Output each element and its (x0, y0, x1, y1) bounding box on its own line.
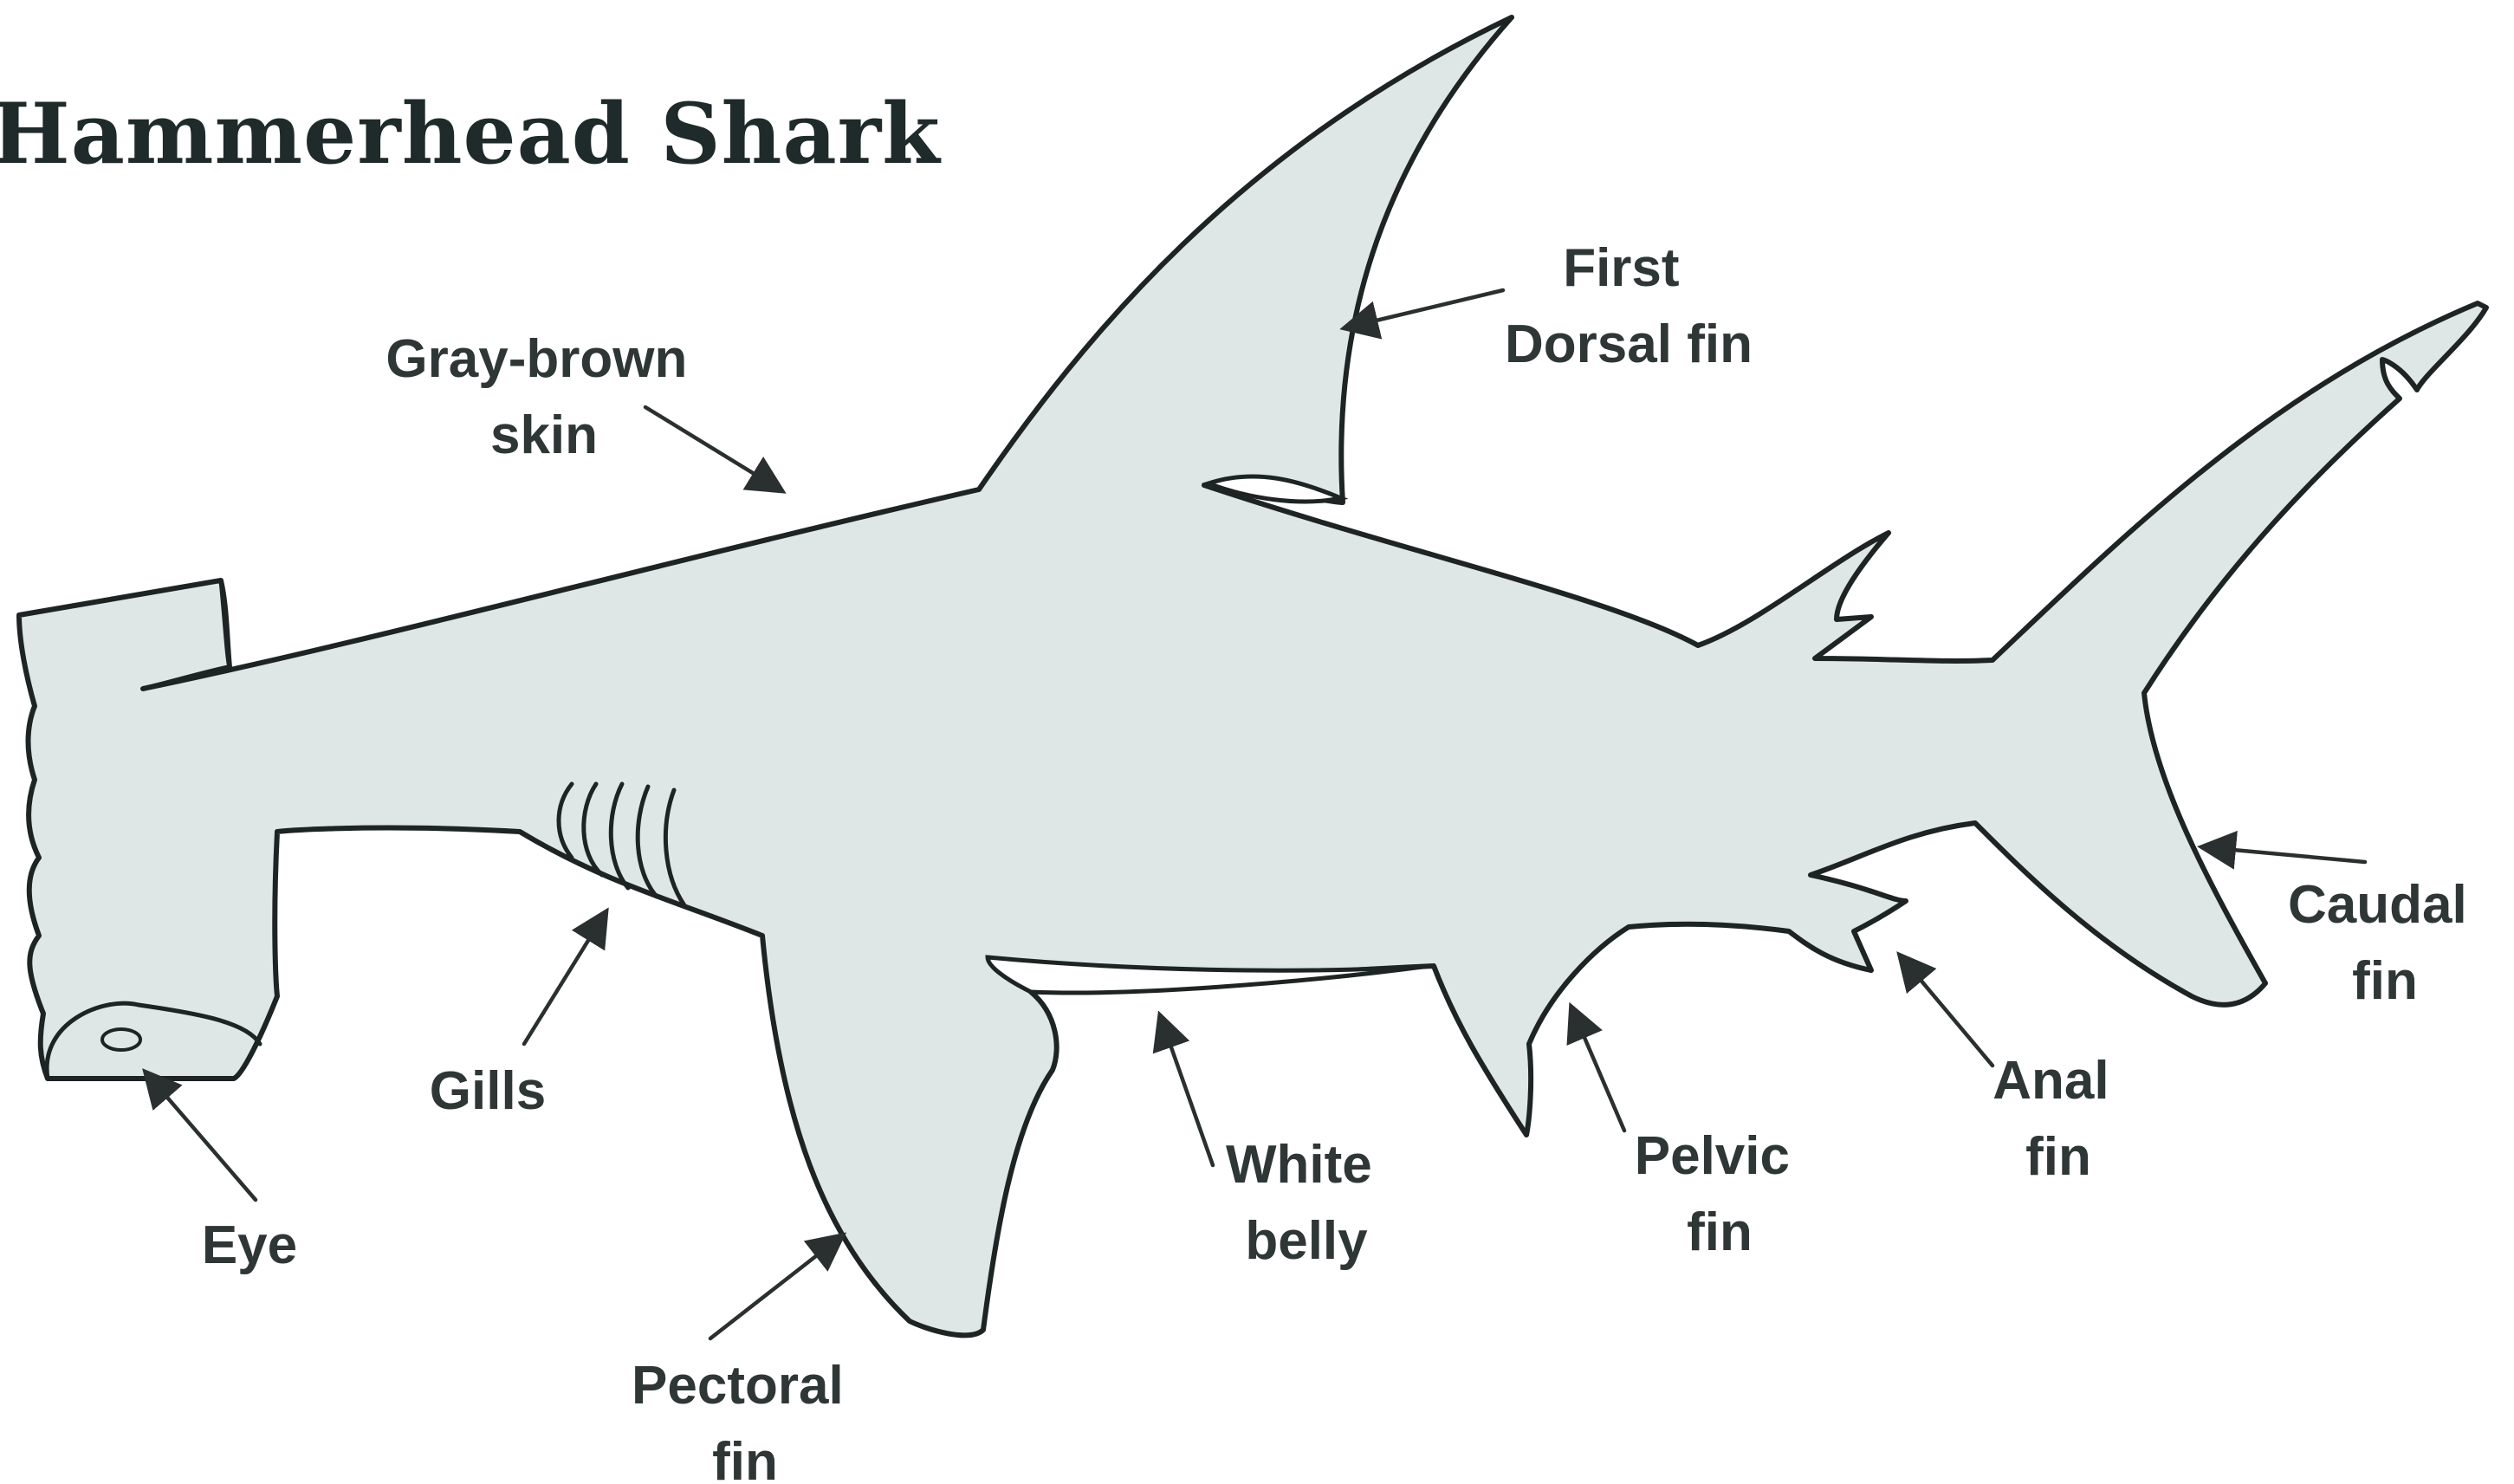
label-eye: Eye (202, 1215, 297, 1275)
label-anal-fin: Anal fin (1992, 1051, 2124, 1187)
label-caudal-fin: Caudal fin (2288, 875, 2482, 1011)
label-first-dorsal-fin: First Dorsal fin (1505, 238, 1753, 374)
arrow-eye (147, 1074, 256, 1200)
label-pectoral-fin: Pectoral fin (632, 1356, 859, 1484)
arrow-dorsal (1347, 290, 1503, 327)
label-white-belly: White belly (1226, 1135, 1387, 1271)
arrow-anal (1902, 957, 1992, 1066)
arrow-caudal (2205, 847, 2365, 862)
label-pelvic-fin: Pelvic fin (1635, 1126, 1805, 1262)
arrow-belly (1161, 1018, 1213, 1165)
arrow-pectoral (710, 1237, 840, 1338)
arrow-pelvic (1572, 1009, 1624, 1131)
arrow-skin (645, 407, 780, 489)
arrow-gills (524, 914, 605, 1044)
diagram-title: Hammerhead Shark (0, 85, 942, 183)
label-gills: Gills (430, 1061, 546, 1121)
label-gray-brown-skin: Gray-brown skin (386, 329, 702, 465)
